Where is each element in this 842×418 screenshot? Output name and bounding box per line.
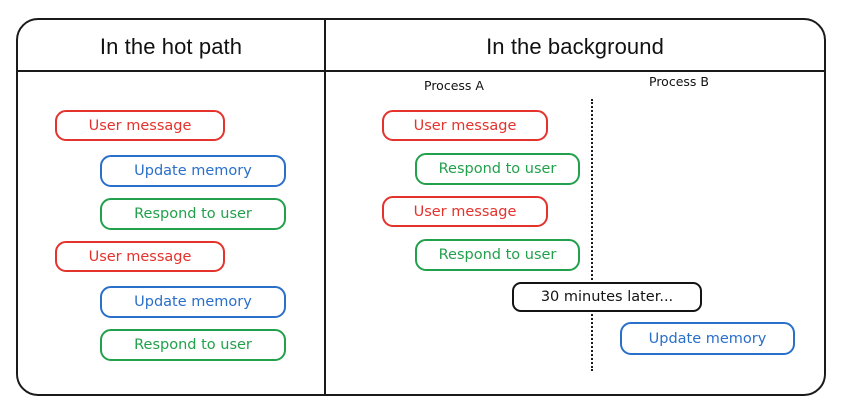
- hot-path-pill-update-memory: Update memory: [100, 286, 286, 318]
- hot-path-pill-user-message: User message: [55, 110, 225, 141]
- process-b-pill-update-memory: Update memory: [620, 322, 795, 355]
- hot-path-pill-update-memory: Update memory: [100, 155, 286, 187]
- panel-header-hot-path: In the hot path: [99, 34, 243, 59]
- process-a-label: Process A: [424, 78, 484, 93]
- process-a-pill-user-message: User message: [382, 110, 548, 141]
- hot-path-pill-respond-to-user: Respond to user: [100, 329, 286, 361]
- process-a-pill-respond-to-user: Respond to user: [415, 239, 580, 271]
- panel-header-background: In the background: [486, 34, 664, 59]
- header-divider-line: [16, 70, 826, 72]
- process-separator-dotted-line: [591, 99, 593, 371]
- hot-path-pill-respond-to-user: Respond to user: [100, 198, 286, 230]
- hot-path-pill-user-message: User message: [55, 241, 225, 272]
- time-note-pill: 30 minutes later...: [512, 282, 702, 312]
- process-b-label: Process B: [649, 74, 709, 89]
- process-a-pill-respond-to-user: Respond to user: [415, 153, 580, 185]
- column-divider-line: [324, 18, 326, 396]
- process-a-pill-user-message: User message: [382, 196, 548, 227]
